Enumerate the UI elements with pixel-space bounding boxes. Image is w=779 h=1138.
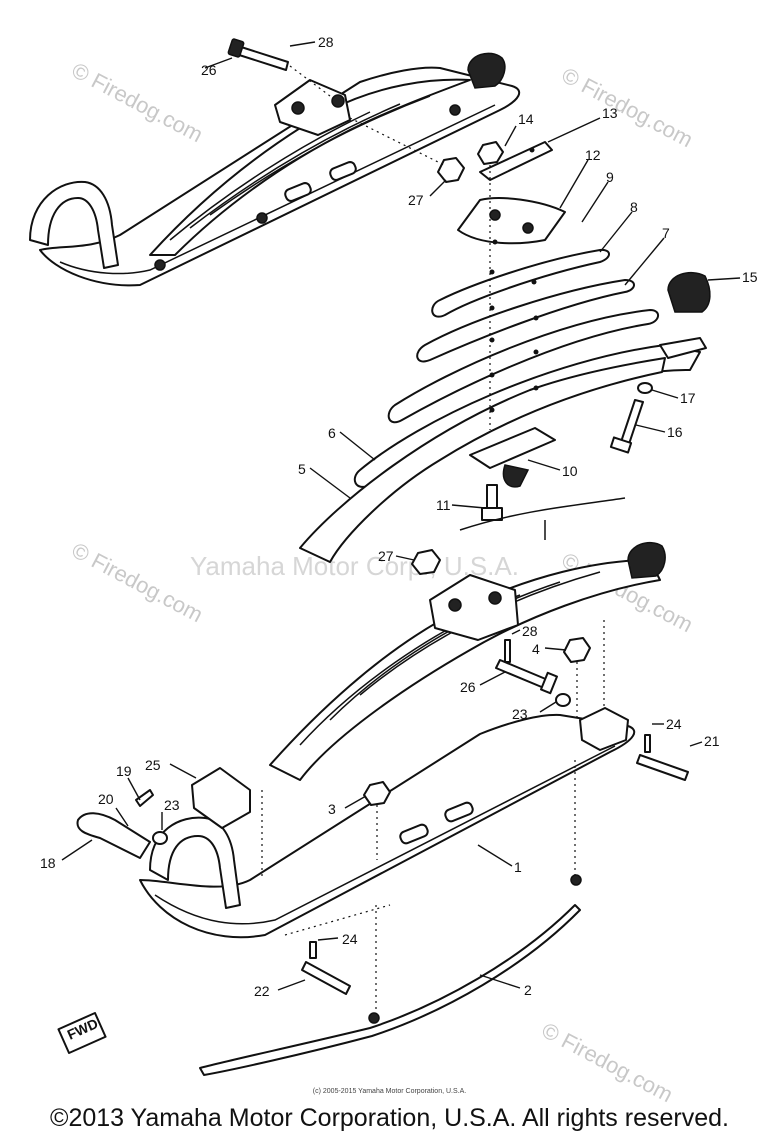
callout-27: 27 xyxy=(378,548,394,564)
callout-23: 23 xyxy=(164,797,180,813)
callout-22: 22 xyxy=(254,983,270,999)
callout-26: 26 xyxy=(201,62,217,78)
callout-14: 14 xyxy=(518,111,534,127)
leader-lines xyxy=(61,41,741,991)
callout-16: 16 xyxy=(667,424,683,440)
callout-23: 23 xyxy=(512,706,528,722)
callout-8: 8 xyxy=(630,199,638,215)
callout-27: 27 xyxy=(408,192,424,208)
callout-11: 11 xyxy=(436,497,451,513)
watermark-firedog: © Firedog.com xyxy=(68,57,207,147)
callout-26: 26 xyxy=(460,679,476,695)
callout-3: 3 xyxy=(328,801,336,817)
lower-assembly: FWD xyxy=(57,541,689,1076)
callout-20: 20 xyxy=(98,791,114,807)
watermark-center: Yamaha Motor Corp., U.S.A. xyxy=(190,551,519,581)
exploded-spring-stack xyxy=(299,141,711,563)
callout-5: 5 xyxy=(298,461,306,477)
callout-12: 12 xyxy=(585,147,601,163)
top-ski-assembly xyxy=(29,38,521,287)
watermark-firedog: © Firedog.com xyxy=(68,537,207,627)
callout-2: 2 xyxy=(524,982,532,998)
callout-28: 28 xyxy=(318,34,334,50)
callout-25: 25 xyxy=(145,757,161,773)
callout-4: 4 xyxy=(532,641,540,657)
callout-28: 28 xyxy=(522,623,538,639)
callout-7: 7 xyxy=(662,225,670,241)
callout-6: 6 xyxy=(328,425,336,441)
callout-1: 1 xyxy=(514,859,522,875)
callout-24: 24 xyxy=(342,931,358,947)
callout-15: 15 xyxy=(742,269,758,285)
callout-9: 9 xyxy=(606,169,614,185)
callout-10: 10 xyxy=(562,463,578,479)
watermark-firedog: © Firedog.com xyxy=(558,62,697,152)
callout-labels: 26 28 27 14 13 12 9 8 7 15 17 16 6 5 10 … xyxy=(40,34,758,999)
callout-19: 19 xyxy=(116,763,132,779)
callout-21: 21 xyxy=(704,733,720,749)
small-copyright: (c) 2005-2015 Yamaha Motor Corporation, … xyxy=(312,1088,467,1095)
footer-copyright: ©2013 Yamaha Motor Corporation, U.S.A. A… xyxy=(50,1104,729,1132)
callout-18: 18 xyxy=(40,855,56,871)
callout-13: 13 xyxy=(602,105,618,121)
callout-17: 17 xyxy=(680,390,696,406)
callout-24: 24 xyxy=(666,716,682,732)
